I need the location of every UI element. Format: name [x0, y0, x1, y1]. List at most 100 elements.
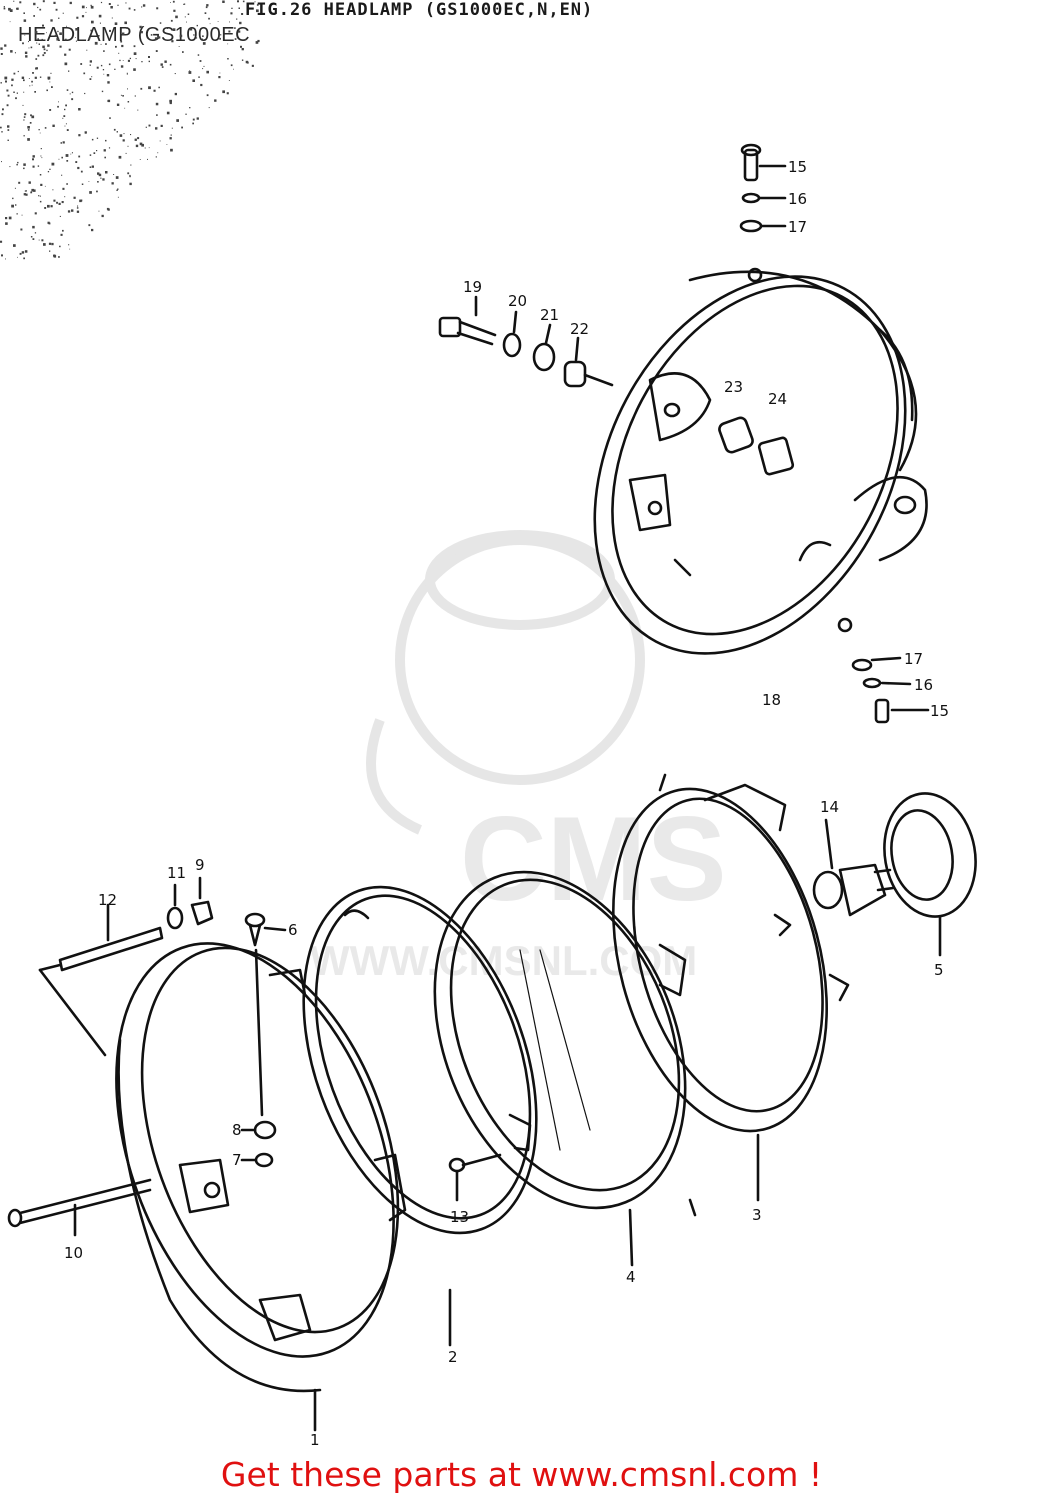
noise-speck [137, 109, 139, 111]
noise-speck [16, 163, 18, 166]
noise-speck [44, 185, 46, 187]
noise-speck [76, 16, 79, 19]
noise-speck [115, 45, 117, 48]
noise-speck [14, 187, 16, 189]
noise-speck [17, 70, 19, 73]
noise-speck [60, 142, 62, 144]
noise-speck [148, 60, 150, 63]
bottom-fasteners [851, 656, 930, 724]
noise-speck [17, 256, 18, 258]
noise-speck [141, 6, 143, 8]
noise-speck [208, 17, 210, 20]
noise-speck [25, 190, 27, 192]
noise-speck [25, 193, 28, 196]
noise-speck [206, 4, 209, 7]
noise-speck [62, 117, 64, 119]
noise-speck [145, 126, 147, 128]
noise-speck [121, 44, 124, 48]
noise-speck [196, 117, 199, 120]
noise-speck [23, 79, 25, 82]
noise-speck [62, 229, 64, 232]
noise-speck [153, 89, 156, 92]
noise-speck [107, 100, 109, 102]
noise-speck [39, 200, 42, 203]
noise-speck [18, 181, 21, 184]
callout-label-16-washer-bottom: 16 [914, 676, 933, 694]
noise-speck [44, 207, 47, 209]
noise-speck [58, 101, 59, 103]
noise-speck [61, 174, 63, 176]
nut-8-washer-7 [240, 1120, 277, 1168]
noise-speck [65, 104, 67, 107]
bulb-14-drawing [812, 818, 895, 917]
noise-speck [236, 18, 238, 20]
mount-bolt-set [438, 295, 614, 388]
noise-speck [31, 188, 34, 192]
noise-speck [30, 46, 33, 49]
noise-speck [4, 76, 8, 80]
noise-speck [124, 107, 126, 109]
noise-speck [32, 155, 35, 158]
noise-speck [98, 210, 100, 212]
noise-speck [83, 72, 86, 75]
noise-speck [50, 19, 53, 22]
callout-label-17-washer-top: 17 [788, 218, 807, 236]
noise-speck [86, 49, 88, 51]
noise-speck [169, 137, 172, 140]
noise-speck [120, 40, 123, 43]
noise-speck [105, 171, 108, 174]
noise-speck [24, 250, 28, 253]
noise-speck [39, 132, 41, 134]
noise-speck [44, 127, 47, 129]
noise-speck [105, 139, 107, 142]
noise-speck [148, 124, 151, 127]
noise-speck [2, 108, 4, 111]
noise-speck [126, 73, 128, 75]
cms-watermark: CMS WWW.CMSNL.COM [310, 530, 727, 984]
noise-speck [96, 66, 99, 69]
noise-speck [109, 29, 111, 32]
noise-speck [68, 244, 70, 246]
noise-speck [229, 33, 230, 35]
noise-speck [37, 38, 39, 40]
noise-speck [73, 196, 76, 199]
noise-speck [154, 37, 158, 40]
noise-speck [16, 7, 19, 10]
noise-speck [116, 189, 118, 191]
callout-label-14-bulb: 14 [820, 798, 839, 816]
footer-link-text[interactable]: Get these parts at www.cmsnl.com ! [220, 1455, 823, 1494]
noise-speck [113, 128, 116, 131]
noise-speck [119, 134, 123, 137]
noise-speck [48, 242, 52, 245]
noise-speck [96, 150, 98, 152]
noise-speck [39, 76, 42, 78]
noise-speck [201, 38, 203, 40]
noise-speck [49, 168, 51, 170]
noise-speck [30, 191, 33, 194]
callout-label-15-bolt-bottom: 15 [930, 702, 949, 720]
noise-speck [89, 154, 92, 156]
noise-speck [108, 63, 111, 66]
noise-speck [161, 66, 164, 68]
noise-speck [129, 182, 132, 186]
noise-speck [117, 188, 119, 190]
watermark-face-circle [395, 535, 645, 785]
noise-speck [183, 3, 186, 5]
noise-speck [227, 58, 229, 60]
noise-speck [50, 205, 53, 208]
noise-speck [32, 165, 35, 168]
noise-speck [222, 90, 225, 94]
noise-speck [58, 256, 60, 258]
noise-speck [242, 0, 245, 3]
noise-speck [30, 114, 32, 117]
noise-speck [42, 45, 45, 49]
noise-speck [155, 156, 157, 158]
noise-speck [31, 115, 35, 119]
noise-speck [238, 7, 240, 9]
noise-speck [39, 195, 41, 197]
noise-speck [171, 40, 174, 43]
noise-speck [166, 111, 170, 115]
noise-speck [34, 31, 38, 34]
noise-speck [70, 153, 72, 155]
